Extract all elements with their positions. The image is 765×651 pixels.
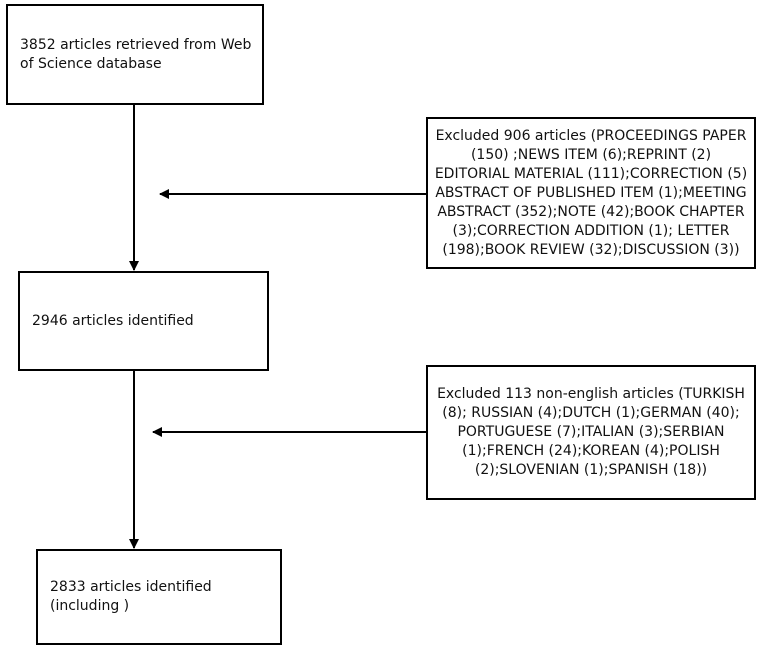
exclusion2-box: Excluded 113 non-english articles (TURKI…	[426, 365, 756, 500]
step3-text: 2833 articles identified (including )	[50, 579, 212, 614]
step2-box: 2946 articles identified	[18, 271, 269, 371]
step2-text: 2946 articles identified	[32, 312, 194, 329]
exclusion1-text: Excluded 906 articles (PROCEEDINGS PAPER…	[434, 127, 752, 258]
step3-box: 2833 articles identified (including )	[36, 549, 282, 645]
step1-box: 3852 articles retrieved from Web of Scie…	[6, 4, 264, 105]
step1-text: 3852 articles retrieved from Web of Scie…	[20, 36, 256, 72]
exclusion2-text: Excluded 113 non-english articles (TURKI…	[437, 386, 750, 478]
exclusion1-box: Excluded 906 articles (PROCEEDINGS PAPER…	[426, 117, 756, 269]
